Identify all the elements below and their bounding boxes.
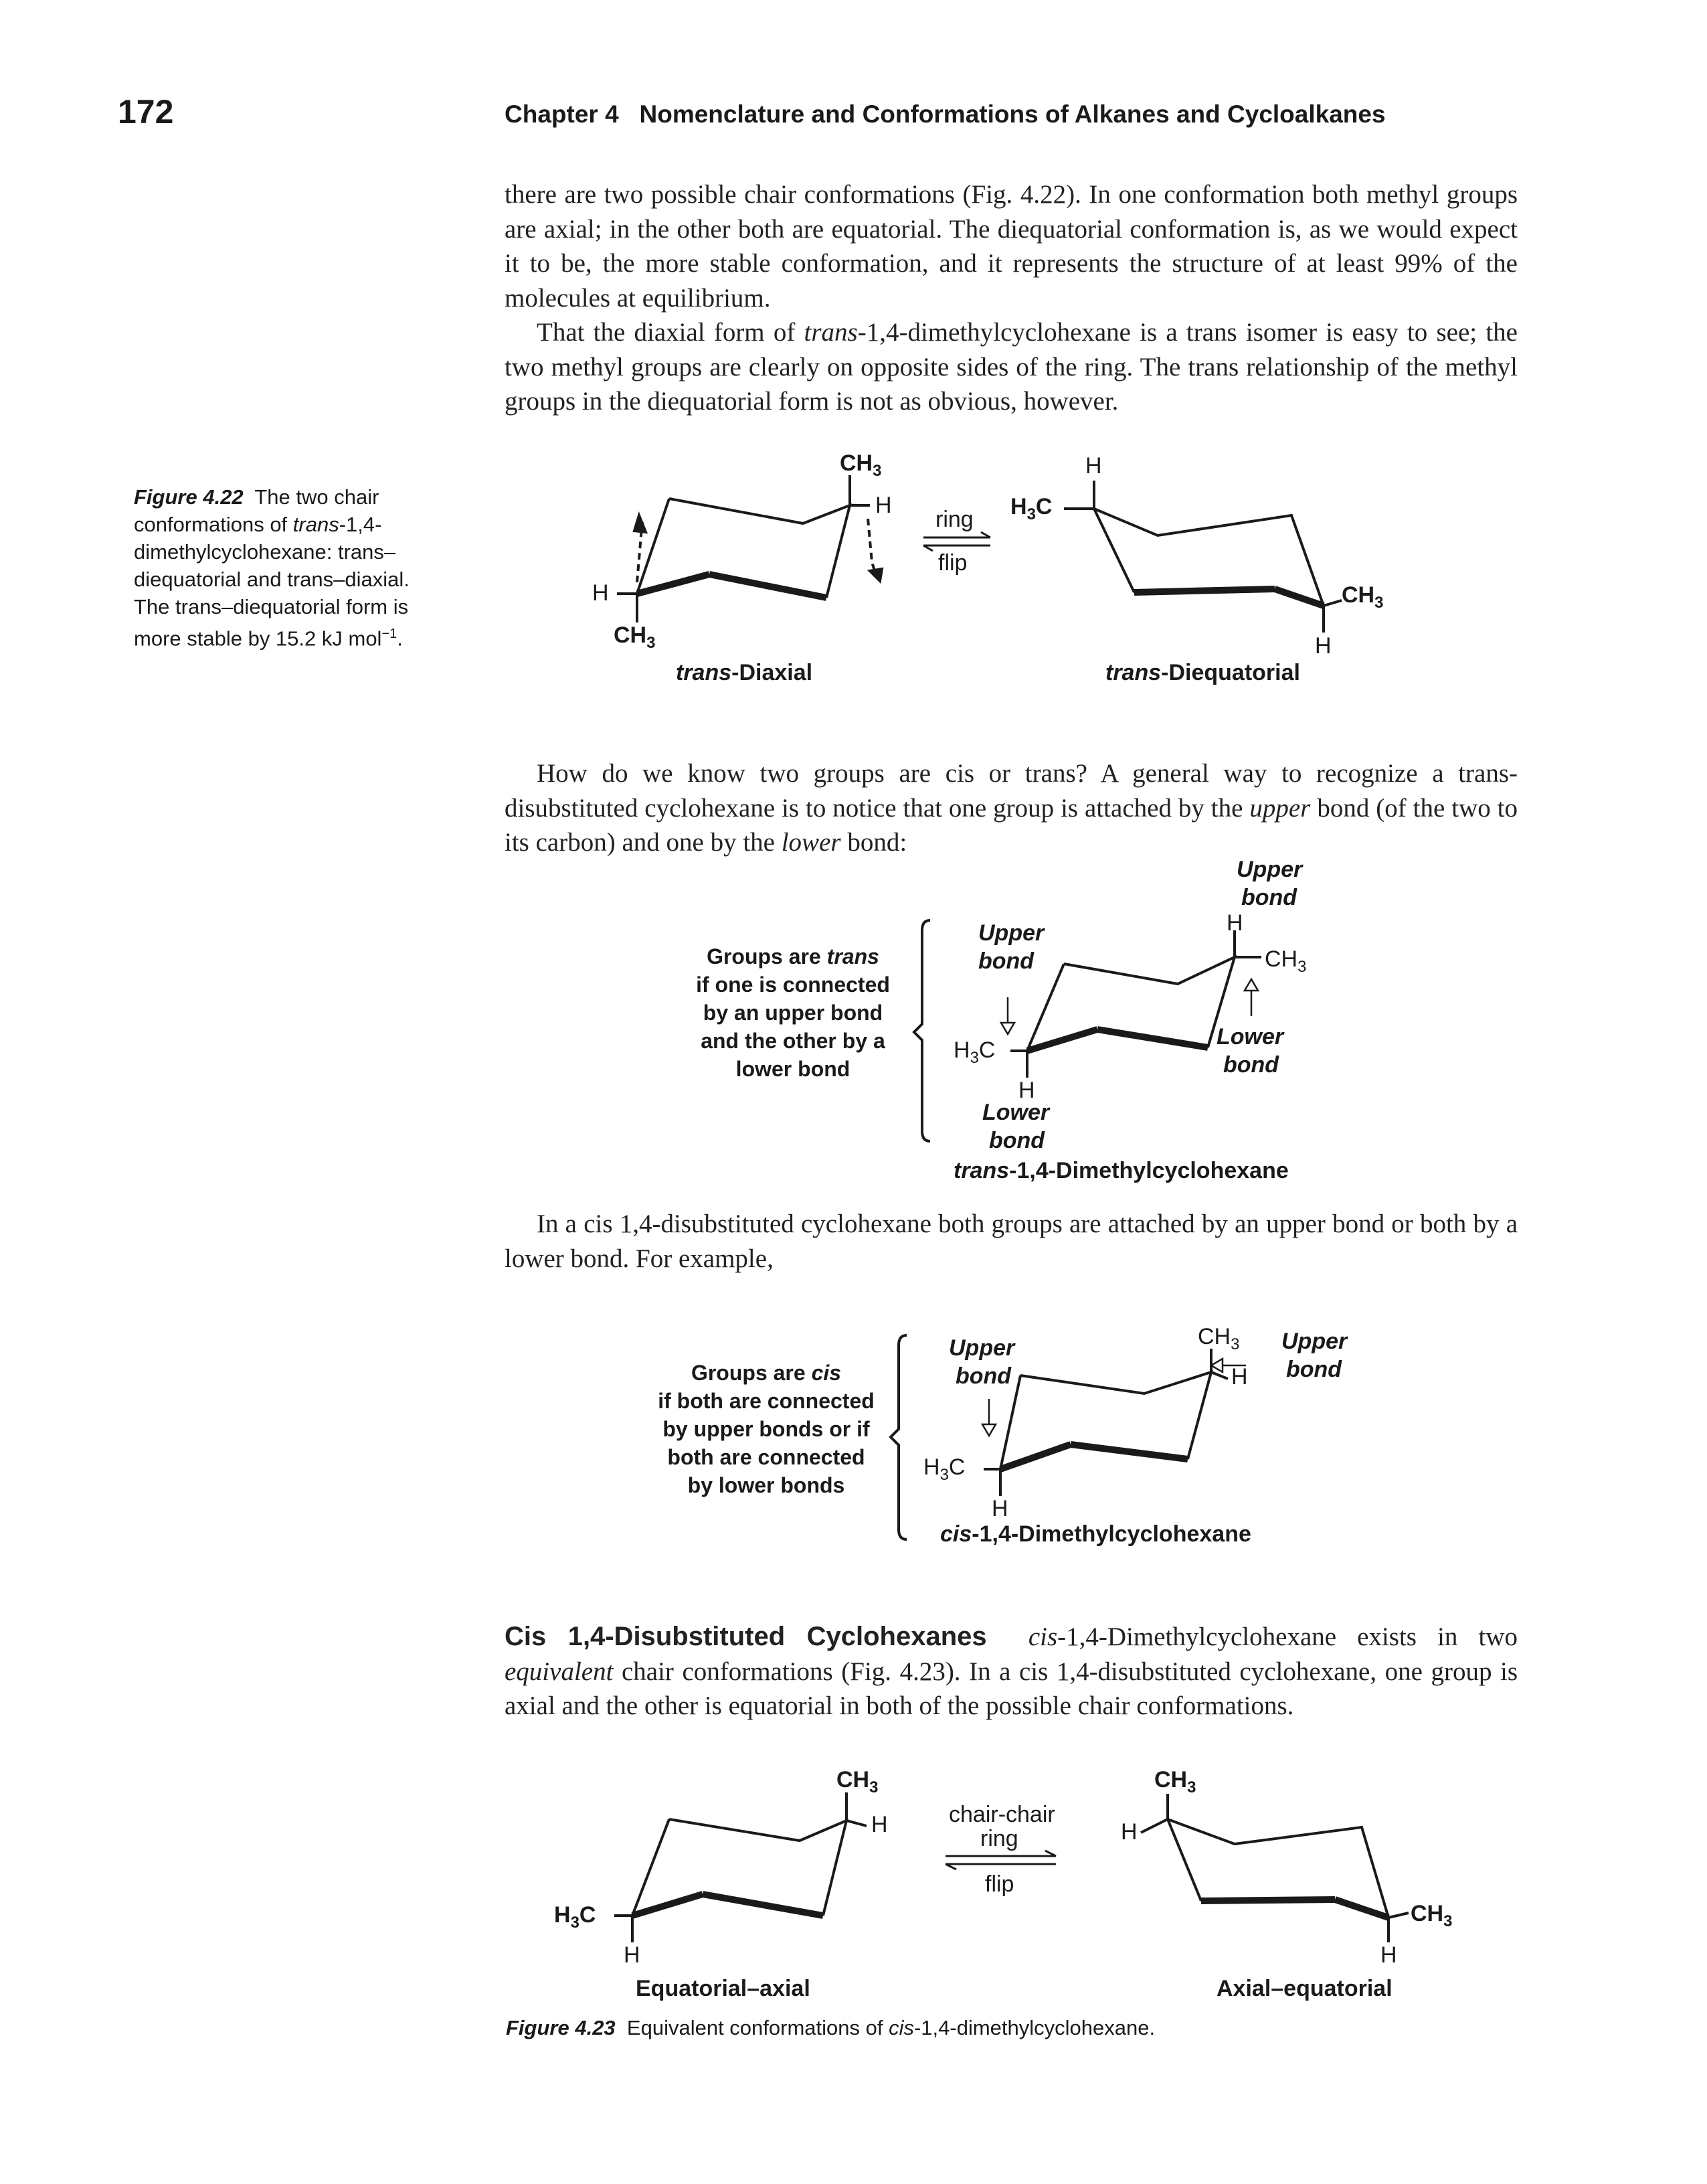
ch3-label: CH3 bbox=[1198, 1324, 1239, 1353]
h-label: H bbox=[624, 1942, 640, 1968]
text: . bbox=[397, 626, 403, 651]
paragraph-1: there are two possible chair conformatio… bbox=[505, 180, 1518, 313]
lower-label: Lower bbox=[1217, 1024, 1285, 1049]
lower-label: Lower bbox=[982, 1100, 1051, 1125]
text: if one is connected by an upper bond and… bbox=[696, 973, 890, 1081]
ch3-label: CH3 bbox=[1411, 1901, 1452, 1930]
text: -1,4-dimethylcyclohexane is a trans isom… bbox=[505, 318, 1518, 416]
equatorial-axial-label: Equatorial–axial bbox=[636, 1976, 810, 2001]
bond-label: bond bbox=[989, 1128, 1045, 1153]
h-label: H bbox=[1231, 1364, 1248, 1390]
ch3-label: CH3 bbox=[614, 622, 655, 652]
h-label: H bbox=[871, 1812, 888, 1837]
h-label: H bbox=[1227, 910, 1243, 936]
trans-diaxial-label: trans-Diaxial bbox=[676, 660, 812, 685]
body-text-top: there are two possible chair conformatio… bbox=[505, 177, 1518, 419]
text: How do we know two groups are cis or tra… bbox=[505, 759, 1518, 823]
bond-label: bond bbox=[956, 1363, 1012, 1389]
upper-label: Upper bbox=[949, 1335, 1016, 1361]
trans-name-label: trans-1,4-Dimethylcyclohexane bbox=[954, 1158, 1289, 1183]
text: -1,4-dimethylcyclohexane. bbox=[913, 2016, 1156, 2039]
text: bond (of the two to its carbon) and one … bbox=[505, 793, 1518, 857]
h3c-label: H3C bbox=[923, 1454, 965, 1484]
h-label: H bbox=[875, 493, 892, 518]
bond-label: bond bbox=[1286, 1357, 1342, 1382]
paragraph-3: How do we know two groups are cis or tra… bbox=[505, 756, 1518, 860]
figure-4-23-caption: Figure 4.23 Equivalent conformations of … bbox=[506, 2016, 1155, 2040]
page-number: 172 bbox=[118, 93, 174, 131]
text: Groups are bbox=[691, 1361, 812, 1385]
section-cis-disubstituted: Cis 1,4-Disubstituted Cyclohexanes cis-1… bbox=[505, 1620, 1518, 1724]
arrow-label: chair-chair bbox=[949, 1802, 1055, 1827]
trans-diequatorial-chair bbox=[1064, 481, 1342, 633]
h-label: H bbox=[1085, 453, 1102, 479]
h-label: H bbox=[1121, 1819, 1138, 1845]
text: Groups are bbox=[707, 944, 827, 969]
text: Equivalent conformations of bbox=[615, 2016, 889, 2039]
ch3-label: CH3 bbox=[840, 450, 881, 480]
trans-diaxial-chair bbox=[617, 475, 884, 622]
equatorial-axial-chair bbox=[614, 1792, 867, 1942]
h-label: H bbox=[1018, 1078, 1035, 1103]
cis-annotated-chair bbox=[889, 1334, 1246, 1541]
text: if both are connected by upper bonds or … bbox=[658, 1389, 875, 1497]
axial-equatorial-label: Axial–equatorial bbox=[1217, 1976, 1392, 2001]
h-label: H bbox=[592, 580, 609, 606]
h-label: H bbox=[992, 1496, 1008, 1521]
ch3-label: CH3 bbox=[1265, 946, 1306, 976]
upper-label: Upper bbox=[978, 920, 1045, 946]
text-italic: upper bbox=[1249, 793, 1311, 823]
text: -1,4-Dimethylcyclohexane exists in two bbox=[1057, 1622, 1518, 1651]
upper-label: Upper bbox=[1237, 857, 1304, 882]
bond-label: bond bbox=[978, 948, 1035, 974]
bond-label: bond bbox=[1223, 1052, 1279, 1078]
text: -1,4-dimethylcyclohexane: trans–diequato… bbox=[134, 513, 410, 651]
ch3-label: CH3 bbox=[1154, 1767, 1196, 1796]
figure-4-22-caption: Figure 4.22 The two chair conformations … bbox=[134, 483, 448, 652]
h3c-label: H3C bbox=[1010, 494, 1052, 523]
text: chair conformations (Fig. 4.23). In a ci… bbox=[505, 1657, 1518, 1721]
upper-label: Upper bbox=[1281, 1329, 1348, 1354]
paragraph-4: In a cis 1,4-disubstituted cyclohexane b… bbox=[505, 1209, 1518, 1273]
h-label: H bbox=[1315, 633, 1332, 659]
text-italic: trans bbox=[804, 318, 858, 347]
axial-equatorial-chair bbox=[1140, 1794, 1409, 1942]
trans-diequatorial-label: trans-Diequatorial bbox=[1105, 660, 1300, 685]
text-italic: trans bbox=[826, 944, 879, 969]
text: The two chair conformations of bbox=[134, 485, 385, 536]
running-head: Chapter 4 Nomenclature and Conformations… bbox=[505, 100, 1386, 128]
cis-groups-note: Groups are cis if both are connected by … bbox=[652, 1359, 880, 1499]
text: That the diaxial form of bbox=[537, 318, 804, 347]
ch3-label: CH3 bbox=[836, 1767, 878, 1796]
h-label: H bbox=[1380, 1942, 1397, 1968]
chair-chair-ring-flip-arrow: chair-chair ring flip bbox=[945, 1802, 1057, 1897]
caption-label: Figure 4.23 bbox=[506, 2016, 616, 2039]
text-italic: trans bbox=[292, 513, 339, 536]
text-italic: cis bbox=[811, 1361, 842, 1385]
h3c-label: H3C bbox=[954, 1037, 995, 1067]
text-italic: lower bbox=[781, 828, 841, 857]
arrow-label: ring bbox=[935, 507, 974, 532]
text: bond: bbox=[840, 828, 907, 857]
arrow-label: ring bbox=[980, 1826, 1018, 1851]
cis-name-label: cis-1,4-Dimethylcyclohexane bbox=[940, 1521, 1251, 1547]
text-italic: cis bbox=[889, 2016, 914, 2039]
ch3-label: CH3 bbox=[1342, 582, 1383, 612]
paragraph-2: That the diaxial form of trans-1,4-dimet… bbox=[505, 315, 1518, 419]
bond-label: bond bbox=[1241, 885, 1297, 910]
section-heading: Cis 1,4-Disubstituted Cyclohexanes bbox=[505, 1622, 987, 1651]
h3c-label: H3C bbox=[554, 1902, 596, 1932]
caption-label: Figure 4.22 bbox=[134, 485, 244, 509]
arrow-label: flip bbox=[985, 1871, 1014, 1897]
arrow-label: flip bbox=[938, 550, 967, 576]
text-italic: cis bbox=[1028, 1622, 1058, 1651]
ring-flip-arrow: ring flip bbox=[923, 507, 991, 576]
superscript: −1 bbox=[381, 626, 397, 641]
text-italic: equivalent bbox=[505, 1657, 614, 1686]
trans-annotated-chair bbox=[912, 919, 1261, 1143]
trans-groups-note: Groups are trans if one is connected by … bbox=[693, 942, 893, 1083]
